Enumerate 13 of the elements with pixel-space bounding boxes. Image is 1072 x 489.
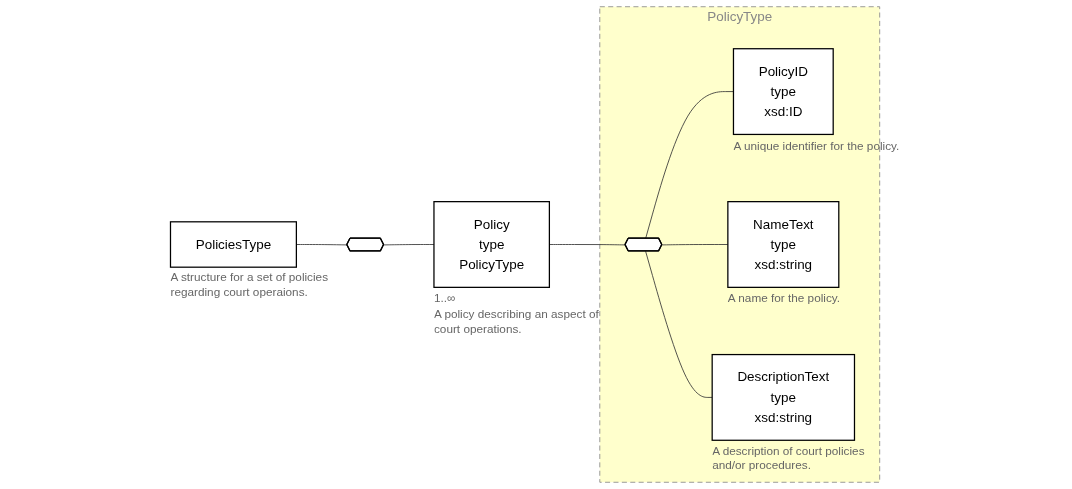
node-box: Policy type PolicyType: [433, 201, 550, 288]
node-box: PolicyID type xsd:ID: [732, 48, 834, 136]
description-text: A description of court policies and/or procedures.: [712, 443, 866, 473]
node-box: PoliciesType: [169, 221, 297, 268]
description-text: A policy describing an aspect of court operations.: [433, 307, 600, 337]
description-text: A structure for a set of policies regarding court operaions.: [170, 270, 330, 300]
node-box: DescriptionText type xsd:string: [711, 353, 856, 441]
description-text: 1..∞: [433, 291, 456, 306]
node-box: NameText type xsd:string: [727, 201, 840, 288]
description-text: A unique identifier for the policy.: [733, 138, 900, 153]
description-text: A name for the policy.: [727, 291, 841, 306]
connector: [645, 250, 713, 398]
connector: [645, 91, 734, 240]
